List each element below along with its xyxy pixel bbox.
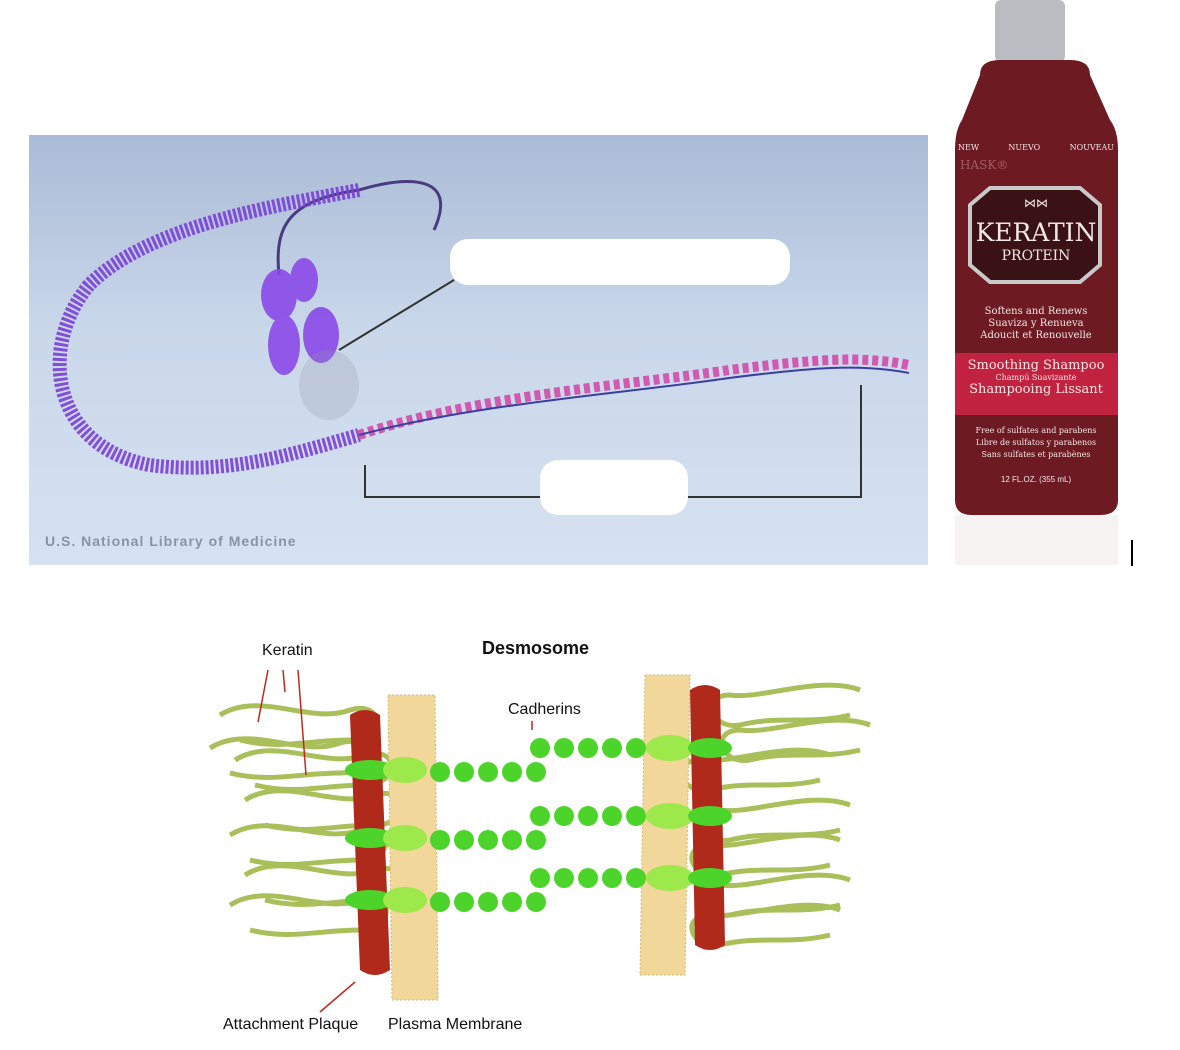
benefit-fr: Adoucit et Renouvelle	[980, 330, 1092, 341]
pointer-line	[338, 279, 455, 351]
cadherin-bead	[530, 738, 550, 758]
cadherin-bead	[526, 892, 546, 912]
cadherin-bead	[554, 738, 574, 758]
cadherin-head	[345, 890, 395, 910]
cadherin-bead	[478, 830, 498, 850]
benefit-es: Suaviza y Renueva	[988, 318, 1084, 329]
product-band	[955, 353, 1118, 415]
dna-logo-icon: ⋈⋈	[1024, 196, 1048, 210]
cadherin-head	[688, 868, 732, 888]
blank-label-box	[540, 460, 688, 515]
label-pointer-line	[297, 669, 307, 776]
chromosome	[261, 258, 359, 420]
cadherin-bead	[530, 806, 550, 826]
cadherin-head	[345, 760, 395, 780]
dna-coil	[52, 183, 361, 475]
cadherin-bead	[578, 738, 598, 758]
cadherin-head	[646, 735, 694, 761]
free-of-es: Libre de sulfatos y parabenos	[975, 438, 1097, 447]
free-of-fr: Sans sulfates et parabènes	[981, 450, 1091, 459]
shampoo-bottle-image: NEW NUEVO NOUVEAU HASK® ⋈⋈ KERATIN PROTE…	[950, 0, 1122, 568]
dna-chromosome-image: U.S. National Library of Medicine	[29, 135, 928, 565]
cadherin-head	[383, 757, 427, 783]
nuevo-label: NUEVO	[1008, 143, 1041, 152]
cadherin-bead	[478, 762, 498, 782]
cadherins-label: Cadherins	[508, 701, 581, 718]
cadherin-bead	[502, 892, 522, 912]
product-name-fr: Shampooing Lissant	[969, 382, 1103, 397]
product-name-es: Champú Suavizante	[995, 373, 1077, 382]
cadherin-bead	[526, 762, 546, 782]
free-of-en: Free of sulfates and parabens	[975, 426, 1097, 435]
cadherin-bead	[430, 830, 450, 850]
blank-label-box	[450, 239, 790, 285]
cadherin-bead	[626, 868, 646, 888]
dna-illustration	[52, 180, 910, 498]
cadherin-bead	[602, 868, 622, 888]
image-credit: U.S. National Library of Medicine	[45, 533, 297, 549]
cadherin-bead	[578, 806, 598, 826]
cadherin-head	[646, 803, 694, 829]
dna-helix-backbone	[358, 366, 910, 436]
cadherin-bead	[430, 762, 450, 782]
plasma-membrane-label: Plasma Membrane	[388, 1016, 523, 1033]
cadherin-bead	[554, 806, 574, 826]
cadherin-bead	[626, 806, 646, 826]
cadherin-bead	[602, 806, 622, 826]
product-name-en: Smoothing Shampoo	[967, 358, 1105, 373]
cadherin-bead	[478, 892, 498, 912]
cadherin-bead	[454, 762, 474, 782]
keratin-badge	[968, 186, 1102, 284]
product-title: KERATIN	[975, 218, 1097, 247]
label-pointer-line	[319, 981, 356, 1013]
cadherin-head	[345, 828, 395, 848]
attachment-plaque-label: Attachment Plaque	[223, 1016, 359, 1033]
cadherin-bead	[526, 830, 546, 850]
dna-helix-pink	[357, 354, 910, 440]
cadherin-bead	[554, 868, 574, 888]
label-pointer-line	[282, 669, 286, 693]
cadherin-head	[646, 865, 694, 891]
brand-logo: HASK®	[960, 158, 1009, 172]
label-pointer-line	[257, 669, 269, 723]
cadherin-bead	[454, 830, 474, 850]
cadherin-bead	[502, 830, 522, 850]
cadherin-bead	[602, 738, 622, 758]
new-label: NEW	[958, 143, 980, 152]
bottle-cap	[995, 0, 1065, 62]
diagram-title: Desmosome	[482, 638, 590, 658]
desmosome-diagram: Keratin Desmosome Cadherins Attachment P…	[200, 630, 880, 1040]
cadherin-head	[383, 887, 427, 913]
cadherin-head	[688, 738, 732, 758]
cadherin-head	[383, 825, 427, 851]
product-subtitle: PROTEIN	[1001, 248, 1071, 264]
volume-label: 12 FL.OZ. (355 mL)	[1000, 475, 1072, 484]
cadherin-bead	[454, 892, 474, 912]
cadherin-bead	[626, 738, 646, 758]
cadherin-bead	[578, 868, 598, 888]
cadherin-bead	[430, 892, 450, 912]
keratin-filament	[689, 832, 841, 878]
cadherin-bead	[530, 868, 550, 888]
text-cursor	[1131, 540, 1133, 566]
cadherin-head	[688, 806, 732, 826]
nouveau-label: NOUVEAU	[1069, 143, 1114, 152]
cadherin-bead	[502, 762, 522, 782]
keratin-label: Keratin	[262, 642, 313, 659]
benefit-en: Softens and Renews	[984, 306, 1088, 317]
keratin-filament	[689, 902, 841, 948]
